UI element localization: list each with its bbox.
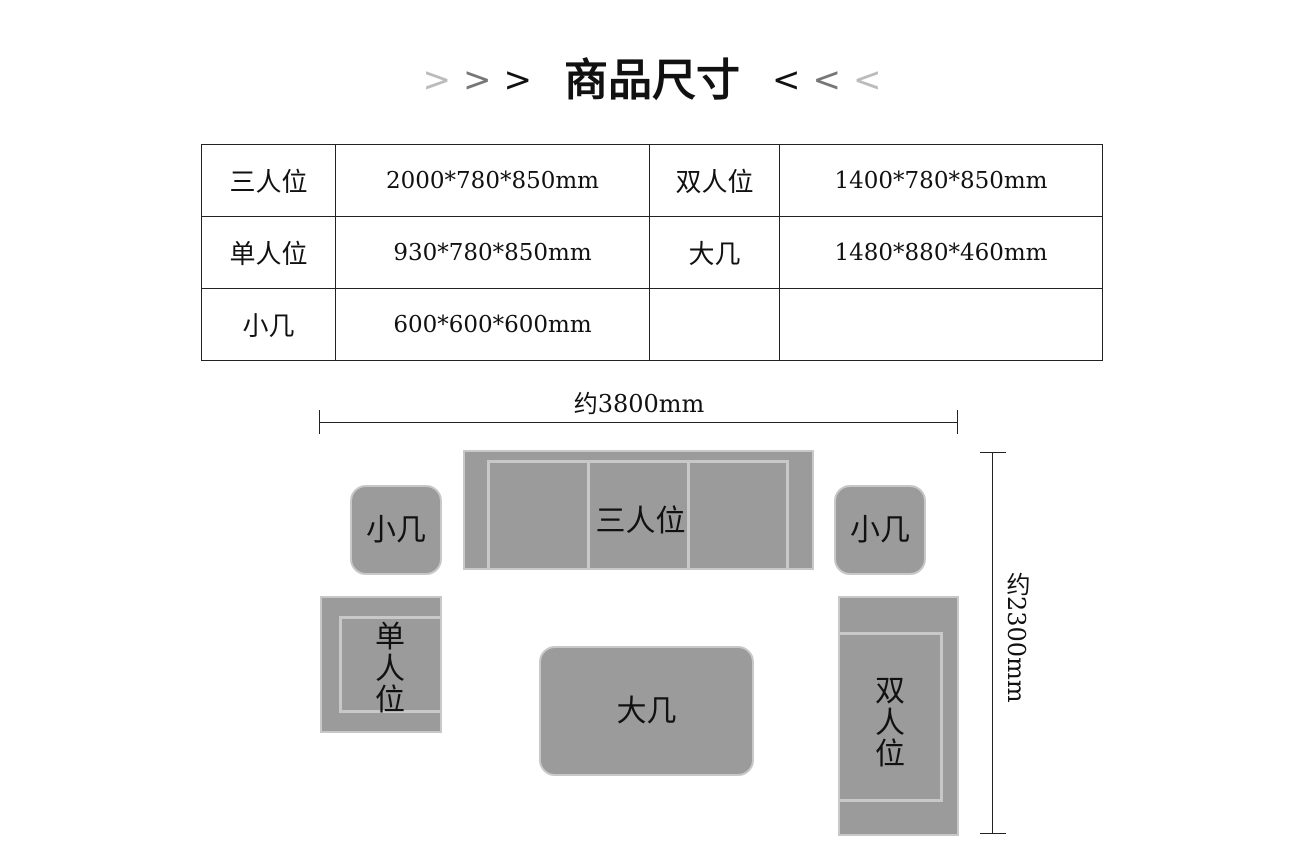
empty-cell — [649, 288, 780, 361]
item-size: 1480*880*460mm — [779, 216, 1103, 289]
table-row: 单人位 930*780*850mm 大几 1480*880*460mm — [201, 216, 1103, 289]
chevron-left-icon: < — [772, 60, 801, 100]
coffee-table-label: 大几 — [616, 694, 677, 729]
table-row: 三人位 2000*780*850mm 双人位 1400*780*850mm — [201, 144, 1103, 217]
single-seat-sofa: 单人位 — [320, 596, 442, 733]
width-label: 约3800mm — [573, 390, 705, 418]
empty-cell — [779, 288, 1103, 361]
depth-dimension-line — [992, 452, 993, 834]
side-table-label: 小几 — [850, 513, 910, 548]
item-name: 单人位 — [201, 216, 336, 289]
chevron-right-icon: > — [463, 60, 492, 100]
chevron-left-icon: < — [853, 60, 882, 100]
dimension-tick — [980, 833, 1006, 834]
depth-dimension: 约2300mm — [978, 452, 1038, 836]
dimension-tick — [957, 410, 958, 434]
cushion-divider — [587, 460, 590, 570]
coffee-table: 大几 — [539, 646, 754, 776]
chevron-left-icon: < — [812, 60, 842, 100]
three-seat-sofa: 三人位 — [463, 450, 814, 570]
item-size: 930*780*850mm — [335, 216, 650, 289]
double-seat-label: 双人位 — [875, 674, 905, 772]
item-name: 大几 — [649, 216, 780, 289]
width-dimension: 约3800mm — [319, 390, 959, 436]
item-size: 1400*780*850mm — [779, 144, 1103, 217]
single-seat-label: 单人位 — [375, 620, 405, 718]
dimension-tick — [319, 410, 320, 434]
table-row: 小几 600*600*600mm — [201, 288, 1103, 361]
chevron-right-icon: > — [503, 60, 533, 100]
width-dimension-line — [319, 422, 957, 423]
cushion-divider — [687, 460, 690, 570]
sofa-cushion-outline — [840, 632, 943, 802]
double-seat-sofa: 双人位 — [838, 596, 959, 836]
item-size: 2000*780*850mm — [335, 144, 650, 217]
depth-label: 约2300mm — [1002, 572, 1030, 703]
item-name: 小几 — [201, 288, 336, 361]
item-size: 600*600*600mm — [335, 288, 650, 361]
title-text: 商品尺寸 — [564, 55, 740, 106]
side-table-right: 小几 — [834, 485, 926, 575]
sofa-cushion-outline — [487, 460, 789, 568]
section-title: > > > 商品尺寸 < < < — [0, 52, 1304, 109]
side-table-left: 小几 — [350, 485, 442, 575]
sofa-cushion-outline — [339, 616, 442, 713]
three-seat-label: 三人位 — [595, 504, 686, 539]
side-table-label: 小几 — [366, 513, 426, 548]
size-table: 三人位 2000*780*850mm 双人位 1400*780*850mm 单人… — [201, 144, 1103, 361]
chevron-right-icon: > — [422, 60, 452, 100]
dimension-tick — [980, 452, 1006, 453]
item-name: 双人位 — [649, 144, 780, 217]
item-name: 三人位 — [201, 144, 336, 217]
